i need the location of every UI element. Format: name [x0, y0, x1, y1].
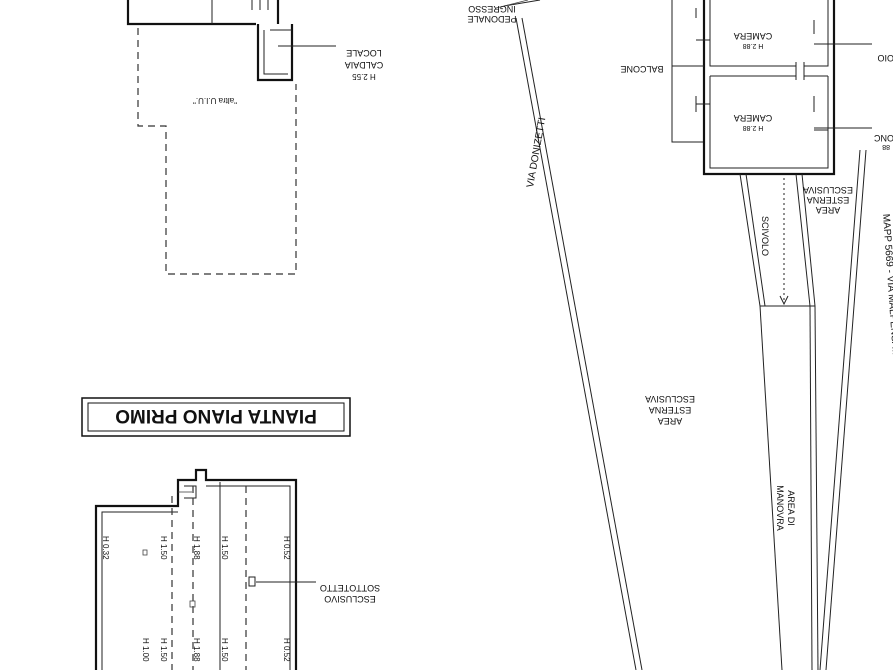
svg-text:AREA: AREA: [658, 416, 683, 426]
svg-text:ESTERNA: ESTERNA: [807, 195, 850, 205]
sottotetto-plan: [94, 468, 316, 670]
svg-text:H 2.88: H 2.88: [743, 42, 764, 49]
svg-text:INGRESSO: INGRESSO: [468, 4, 516, 14]
ingresso-pedonale-label: PEDONALE INGRESSO: [467, 4, 516, 24]
svg-text:CALDAIA: CALDAIA: [345, 60, 384, 70]
svg-text:LOCALE: LOCALE: [346, 48, 382, 58]
title-box: PIANTA PIANO PRIMO: [81, 397, 351, 437]
camera-1-label: H 2.88 CAMERA: [734, 31, 773, 49]
svg-text:H 1.50: H 1.50: [159, 536, 168, 560]
svg-text:H 0.52: H 0.52: [282, 536, 291, 560]
area-esterna-2-label: AREA ESTERNA ESCLUSIVA: [645, 394, 695, 426]
svg-text:H 2.88: H 2.88: [743, 124, 764, 131]
svg-text:H 0.52: H 0.52: [282, 638, 291, 662]
scivolo-ramp: [739, 173, 816, 307]
altra-uiu-label: "altra U.I.U.": [193, 96, 237, 105]
svg-text:ESTERNA: ESTERNA: [649, 405, 692, 415]
upper-left-unit: [126, 0, 336, 275]
house-plan: [671, 0, 872, 176]
svg-text:ESCLUSIVA: ESCLUSIVA: [803, 185, 853, 195]
balcone-label: BALCONE: [620, 64, 663, 74]
page-title: PIANTA PIANO PRIMO: [115, 405, 317, 426]
altra-uiu-outline: [137, 28, 297, 275]
svg-text:CAMERA: CAMERA: [734, 113, 773, 123]
area-di-manovra-label: AREA DI MANOVRA: [775, 485, 796, 531]
sottotetto-label: ESCLUSIVO SOTTOTETTO: [320, 583, 380, 604]
svg-text:H 1.50: H 1.50: [220, 536, 229, 560]
svg-text:ONC: ONC: [874, 133, 893, 143]
svg-text:ESCLUSIVA: ESCLUSIVA: [645, 394, 695, 404]
height-labels-top: H 0.32 H 1.50 H 1.88 H 1.50 H 0.52: [101, 536, 291, 560]
svg-text:CAMERA: CAMERA: [734, 31, 773, 41]
svg-text:H 1.50: H 1.50: [159, 638, 168, 662]
scivolo-label: SCIVOLO: [760, 216, 770, 256]
via-donizetti-road: [495, 0, 643, 670]
mapp-label: MAPP 5669 - VIA MALPENSATA: [880, 213, 893, 360]
svg-text:88: 88: [882, 143, 890, 150]
area-esterna-1-label: AREA ESTERNA ESCLUSIVA: [803, 185, 853, 215]
svg-text:AREA: AREA: [816, 205, 841, 215]
height-labels-bottom: H 1.00 H 1.50 H 1.88 H 1.50 H 0.52: [141, 638, 291, 662]
svg-text:H 1.50: H 1.50: [220, 638, 229, 662]
svg-text:AREA DI: AREA DI: [786, 490, 796, 526]
svg-text:PEDONALE: PEDONALE: [467, 14, 516, 24]
svg-text:MANOVRA: MANOVRA: [775, 485, 785, 531]
svg-text:H 1.00: H 1.00: [141, 638, 150, 662]
svg-text:SOTTOTETTO: SOTTOTETTO: [320, 583, 380, 593]
area-di-manovra: [759, 149, 867, 670]
edge-label-top: OIO: [877, 53, 893, 63]
svg-text:ESCLUSIVO: ESCLUSIVO: [324, 594, 376, 604]
edge-label-mid: 88 ONC: [874, 133, 893, 150]
svg-text:H 0.32: H 0.32: [101, 536, 110, 560]
locale-caldaia-label: H 2.55 CALDAIA LOCALE: [345, 48, 384, 81]
svg-text:H 1.88: H 1.88: [192, 536, 201, 560]
camera-2-label: H 2.88 CAMERA: [734, 113, 773, 131]
svg-text:H 1.88: H 1.88: [192, 638, 201, 662]
svg-text:H 2.55: H 2.55: [352, 72, 376, 81]
via-donizetti-label: VIA DONIZETTI: [525, 117, 548, 189]
